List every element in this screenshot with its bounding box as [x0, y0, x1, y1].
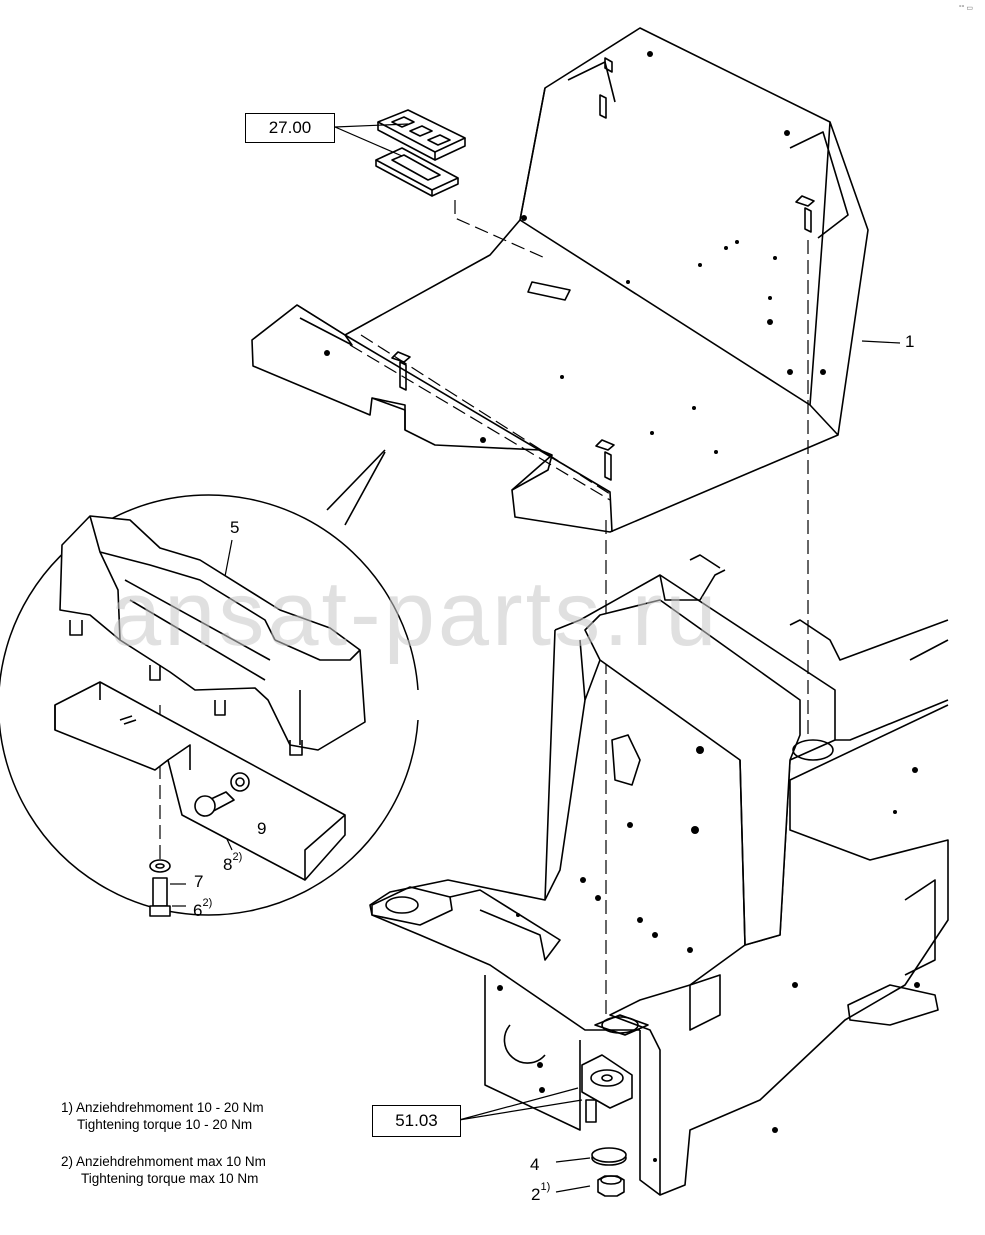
ref-box-51-03[interactable]: 51.03	[372, 1105, 461, 1137]
ref-box-label: 51.03	[395, 1111, 438, 1130]
chassis-frame	[369, 554, 949, 1196]
callout-number: 6	[193, 901, 203, 920]
callout-part-9[interactable]: 9	[257, 820, 266, 837]
leader-lines	[170, 123, 901, 1193]
cover-part-5	[59, 515, 366, 756]
callout-part-5[interactable]: 5	[230, 519, 239, 536]
callout-part-8[interactable]: 82)	[223, 852, 242, 874]
gasket-assembly	[375, 109, 466, 197]
callout-number: 9	[257, 819, 267, 838]
ref-box-label: 27.00	[268, 118, 312, 137]
callout-part-4[interactable]: 4	[530, 1156, 539, 1173]
callout-part-2[interactable]: 21)	[531, 1182, 550, 1204]
mount-fasteners	[581, 1054, 633, 1197]
ref-box-27-00[interactable]: 27.00	[245, 113, 335, 143]
torque-note-1-en: Tightening torque 10 - 20 Nm	[77, 1117, 253, 1132]
callout-number: 8	[223, 855, 233, 874]
console-panel-part-1	[251, 27, 869, 533]
callout-footnote: 2)	[232, 851, 243, 863]
callout-number: 4	[530, 1155, 540, 1174]
callout-number: 7	[194, 872, 204, 891]
callout-number: 5	[230, 518, 240, 537]
torque-note-2-de: 2) Anziehdrehmoment max 10 Nm	[61, 1154, 266, 1169]
callout-number: 1	[905, 332, 915, 351]
torque-note-2-en: Tightening torque max 10 Nm	[81, 1171, 259, 1186]
callout-part-7[interactable]: 7	[194, 873, 203, 890]
corner-mark: °° ▭	[958, 5, 973, 12]
watermark-text: ansat-parts.ru	[110, 563, 720, 665]
callout-part-6[interactable]: 62)	[193, 898, 212, 920]
torque-note-1-de: 1) Anziehdrehmoment 10 - 20 Nm	[61, 1100, 264, 1115]
callout-footnote: 2)	[202, 897, 213, 909]
callout-footnote: 1)	[540, 1181, 551, 1193]
callout-part-1[interactable]: 1	[905, 333, 914, 350]
bracket-and-fasteners	[54, 681, 346, 917]
detail-magnifier	[0, 449, 419, 916]
callout-number: 2	[531, 1185, 541, 1204]
